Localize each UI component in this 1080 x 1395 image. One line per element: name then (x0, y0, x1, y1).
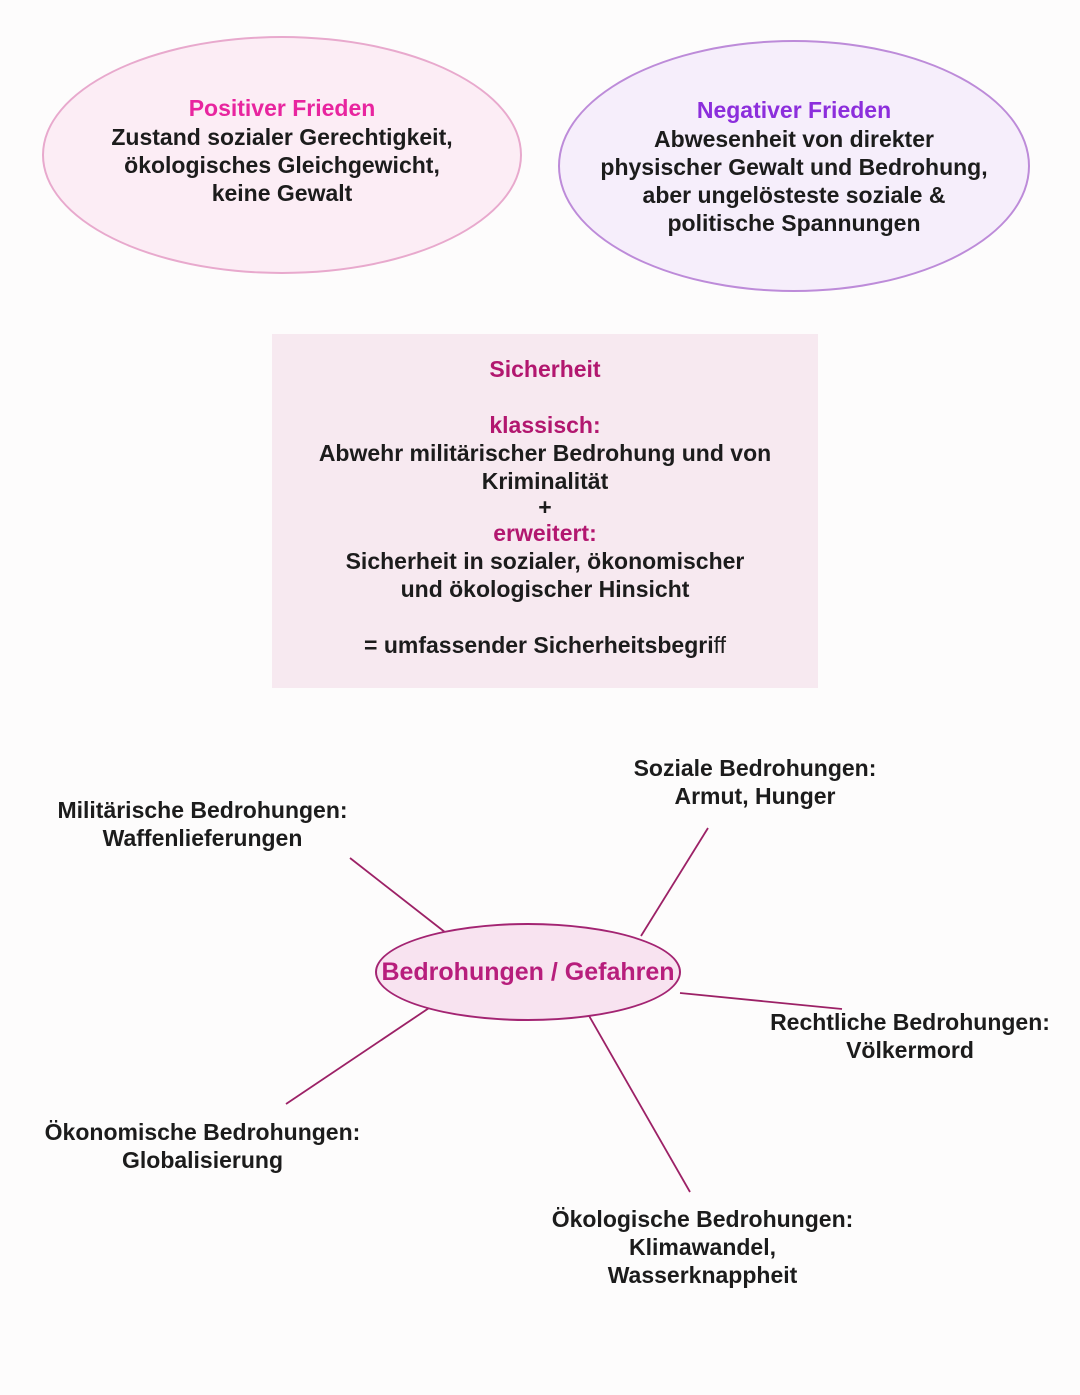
negative-peace-ellipse: Negativer Frieden Abwesenheit von direkt… (558, 40, 1030, 292)
node-line: Völkermord (846, 1037, 974, 1063)
spoke-line-economic (285, 1005, 433, 1105)
security-extended-line: Sicherheit in sozialer, ökonomischer (345, 548, 745, 574)
positive-peace-line: Zustand sozialer Gerechtigkeit, (111, 124, 453, 150)
node-line: Klimawandel, (629, 1234, 776, 1260)
mindmap-center-ellipse: Bedrohungen / Gefahren (375, 923, 681, 1021)
positive-peace-ellipse: Positiver Frieden Zustand sozialer Gerec… (42, 36, 522, 274)
negative-peace-title: Negativer Frieden (696, 97, 892, 123)
positive-peace-title: Positiver Frieden (188, 95, 376, 121)
mindmap-node-social: Soziale Bedrohungen: Armut, Hunger (600, 754, 910, 810)
node-line: Ökologische Bedrohungen: (551, 1206, 854, 1232)
spoke-line-ecological (587, 1013, 691, 1193)
node-line: Ökonomische Bedrohungen: (44, 1119, 361, 1145)
negative-peace-line: Abwesenheit von direkter (654, 126, 934, 152)
spoke-line-legal (679, 992, 843, 1010)
mindmap-node-legal: Rechtliche Bedrohungen: Völkermord (745, 1008, 1075, 1064)
security-classic-line: Kriminalität (481, 468, 609, 494)
positive-peace-line: ökologisches Gleichgewicht, (124, 152, 440, 178)
node-line: Armut, Hunger (674, 783, 836, 809)
spoke-line-military (349, 857, 456, 941)
security-title: Sicherheit (489, 356, 601, 382)
node-line: Globalisierung (121, 1147, 284, 1173)
positive-peace-line: keine Gewalt (211, 180, 353, 206)
node-line: Wasserknappheit (607, 1262, 798, 1288)
security-box: Sicherheit klassisch: Abwehr militärisch… (272, 334, 818, 688)
node-line: Rechtliche Bedrohungen: (770, 1009, 1050, 1035)
security-extended-label: erweitert: (493, 520, 597, 546)
negative-peace-line: politische Spannungen (667, 210, 921, 236)
negative-peace-line: aber ungelösteste soziale & (642, 182, 946, 208)
mindmap-node-economic: Ökonomische Bedrohungen: Globalisierung (25, 1118, 380, 1174)
security-summary-ff: ff (713, 632, 726, 658)
mindmap-node-ecological: Ökologische Bedrohungen: Klimawandel, Wa… (530, 1205, 875, 1289)
mindmap-node-military: Militärische Bedrohungen: Waffenlieferun… (30, 796, 375, 852)
spoke-line-social (640, 827, 709, 937)
node-line: Soziale Bedrohungen: (633, 755, 877, 781)
security-classic-label: klassisch: (489, 412, 601, 438)
negative-peace-line: physischer Gewalt und Bedrohung, (600, 154, 988, 180)
security-summary-bold: = umfassender Sicherheitsbegri (364, 632, 714, 658)
mindmap-center-label: Bedrohungen / Gefahren (381, 957, 675, 986)
node-line: Waffenlieferungen (102, 825, 303, 851)
node-line: Militärische Bedrohungen: (57, 797, 348, 823)
security-summary: = umfassender Sicherheitsbegriff (272, 631, 818, 659)
security-classic-line: Abwehr militärischer Bedrohung und von (318, 440, 772, 466)
security-extended-line: und ökologischer Hinsicht (400, 576, 690, 602)
security-plus-sign: + (538, 494, 552, 520)
